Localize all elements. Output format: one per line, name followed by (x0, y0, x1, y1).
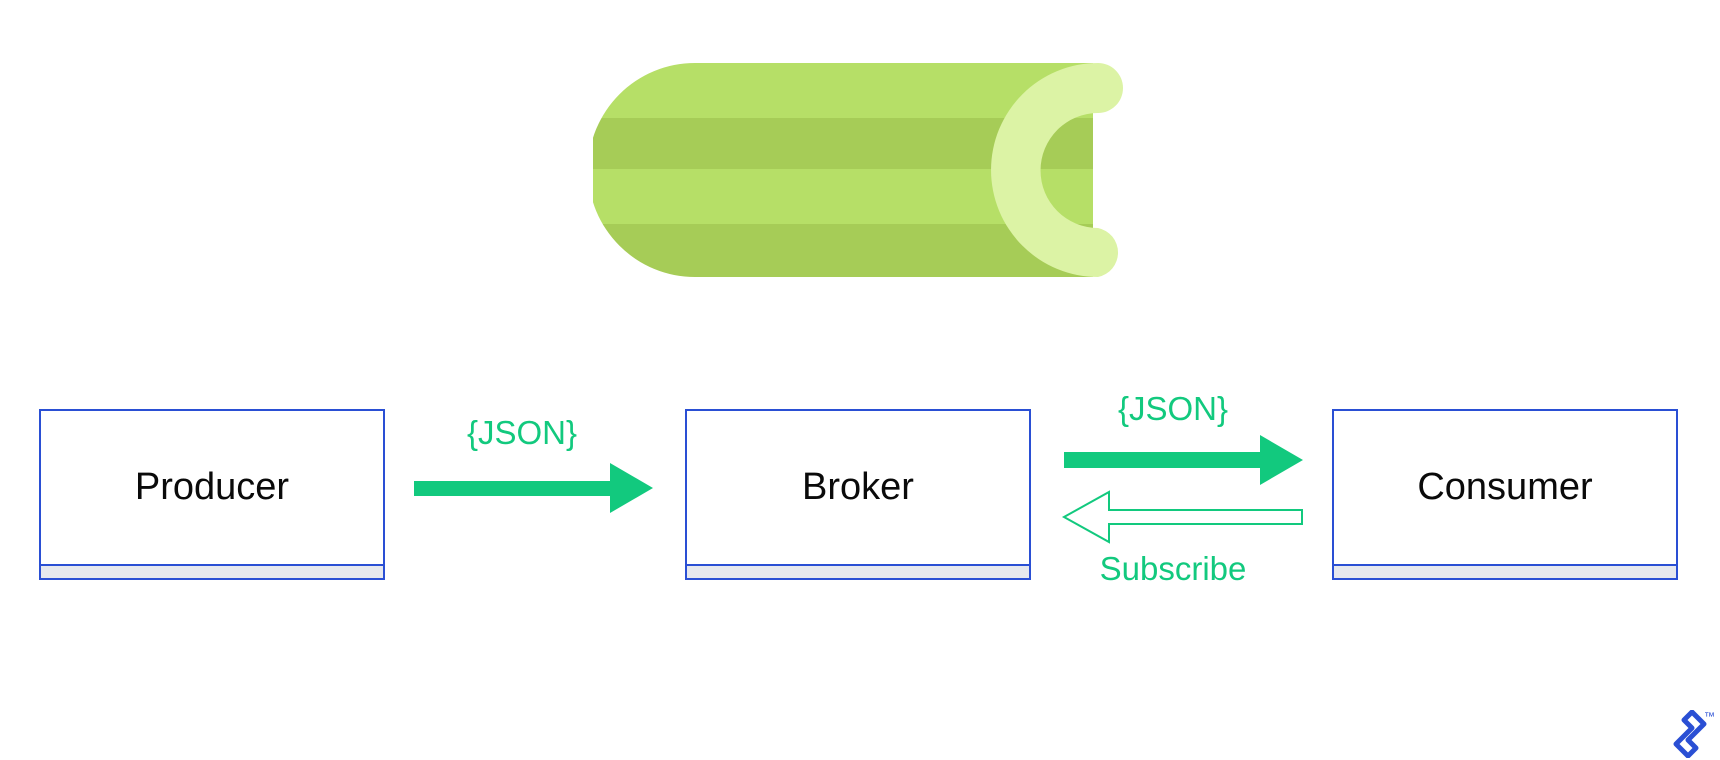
producer-label: Producer (134, 466, 290, 508)
celery-logo-icon (593, 63, 1123, 277)
subscribe-label: Subscribe (1099, 550, 1247, 587)
broker-box-footer (687, 564, 1029, 578)
toptal-logo-icon (1673, 710, 1707, 758)
broker-label: Broker (802, 466, 914, 508)
json-label: {JSON} (1117, 390, 1229, 427)
broker-box: Broker (685, 409, 1031, 580)
producer-box: Producer (39, 409, 385, 580)
consumer-label: Consumer (1417, 466, 1593, 508)
producer-box-footer (41, 564, 383, 578)
json-label: {JSON} (466, 414, 578, 451)
producer-to-broker-arrow-icon (414, 463, 653, 513)
broker-to-consumer-arrow-icon (1064, 435, 1303, 485)
subscribe-arrow-icon (1061, 490, 1303, 544)
trademark-mark: ™ (1704, 711, 1715, 723)
consumer-box-footer (1334, 564, 1676, 578)
consumer-box: Consumer (1332, 409, 1678, 580)
